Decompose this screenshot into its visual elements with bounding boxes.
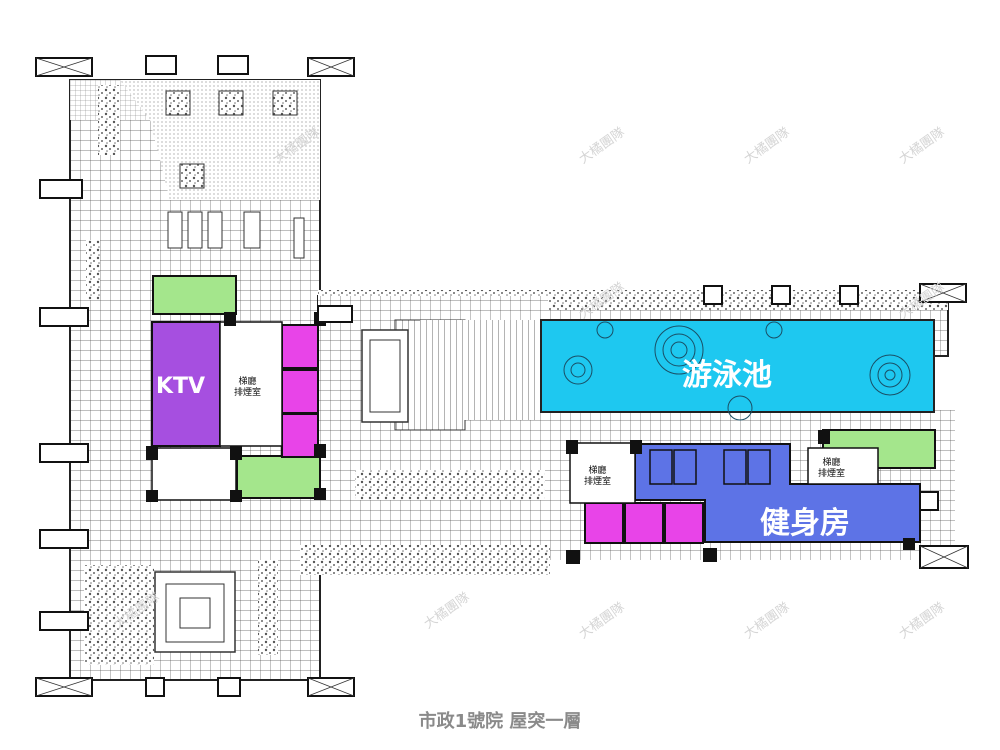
elevators-west bbox=[281, 324, 319, 458]
lobby-label-west: 梯廳 排煙室 bbox=[234, 377, 262, 399]
restroom bbox=[151, 447, 237, 501]
lobby-label-northeast: 梯廳 排煙室 bbox=[818, 458, 846, 480]
lobby-label-east: 梯廳 排煙室 bbox=[584, 466, 612, 488]
gym-room bbox=[634, 443, 921, 543]
treadmills bbox=[649, 449, 771, 485]
stair-south bbox=[236, 455, 321, 499]
window-cross-marks bbox=[35, 57, 969, 697]
elevators-east bbox=[584, 502, 704, 544]
pool-ripples bbox=[563, 321, 911, 421]
stair-north bbox=[152, 275, 237, 315]
plan-caption: 市政1號院 屋突一層 bbox=[418, 711, 582, 732]
swimming-pool bbox=[540, 319, 935, 413]
ktv-room bbox=[151, 321, 221, 447]
